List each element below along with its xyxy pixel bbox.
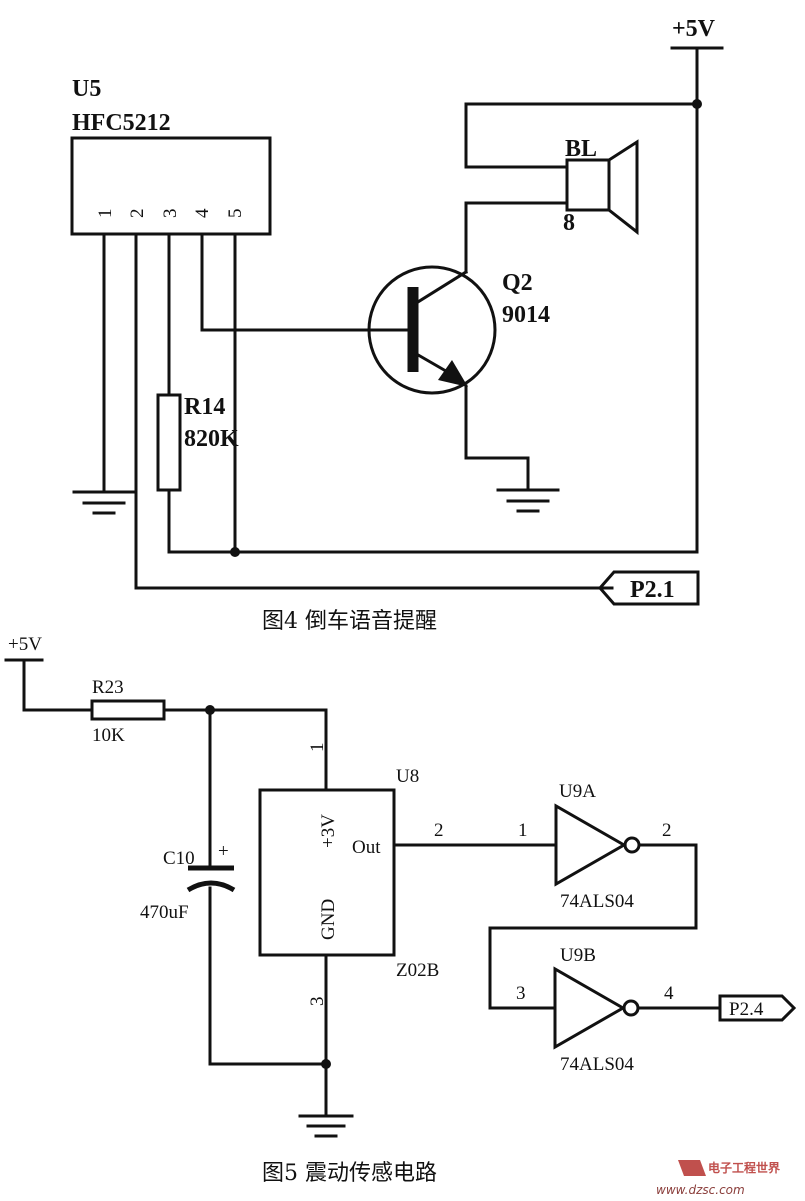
pin2-wire-to-p21 bbox=[134, 232, 614, 590]
u5-pin-2: 2 bbox=[127, 209, 148, 219]
u5-pin-1: 1 bbox=[95, 209, 116, 219]
bl-ref-label: BL bbox=[565, 136, 597, 162]
c10-plate-bottom bbox=[186, 880, 236, 893]
collector-wire bbox=[464, 201, 569, 274]
watermark-site-name: 电子工程世界 bbox=[708, 1160, 780, 1175]
u9a-ref-label: U9A bbox=[559, 781, 596, 802]
u8-vcc-pin-label: +3V bbox=[318, 814, 339, 848]
r23-resistor bbox=[90, 699, 166, 721]
figure-5-vibration-sensor-circuit: +5V R23 10K + C10 470uF U8 Z02B +3V Out … bbox=[4, 634, 797, 1186]
r14-ref-label: R14 bbox=[184, 394, 225, 420]
pin4-base-wire bbox=[200, 232, 412, 332]
u9b-part-label: 74ALS04 bbox=[560, 1054, 634, 1075]
ground-symbol-q2 bbox=[496, 488, 560, 513]
p21-port-label: P2.1 bbox=[630, 577, 675, 603]
figure-4-caption: 图4 倒车语音提醒 bbox=[262, 609, 437, 634]
u5-pin-4: 4 bbox=[192, 208, 213, 218]
c10-value-label: 470uF bbox=[140, 902, 189, 923]
vcc-return-wire bbox=[167, 46, 699, 554]
u9b-pin-3-label: 3 bbox=[516, 983, 526, 1004]
u5-ref-label: U5 bbox=[72, 76, 101, 102]
r14-resistor bbox=[156, 393, 182, 492]
u9a-part-label: 74ALS04 bbox=[560, 891, 634, 912]
u9a-pin-2-label: 2 bbox=[662, 820, 672, 841]
vcc-label-fig5: +5V bbox=[8, 634, 42, 655]
speaker-icon bbox=[565, 139, 639, 236]
u9b-ref-label: U9B bbox=[560, 945, 596, 966]
vcc-wire-fig5 bbox=[22, 658, 94, 712]
emitter-wire bbox=[464, 384, 530, 492]
u5-ic-body bbox=[70, 136, 272, 236]
r14-value-label: 820K bbox=[184, 426, 239, 452]
junction-dot-pin5 bbox=[230, 547, 240, 557]
u5-pin-5: 5 bbox=[225, 209, 246, 219]
c10-ref-label: C10 bbox=[163, 848, 195, 869]
vcc-label-fig4: +5V bbox=[672, 16, 716, 42]
speaker-vcc-wire bbox=[464, 102, 699, 169]
r23-value-label: 10K bbox=[92, 725, 125, 746]
q2-transistor-symbol bbox=[367, 265, 497, 395]
u9b-inverter-symbol bbox=[553, 966, 640, 1050]
watermark: 电子工程世界 www.dzsc.com bbox=[656, 1160, 780, 1197]
figure-4-reversing-voice-circuit: U5 HFC5212 1 2 3 4 5 P2.1 R14 820K bbox=[70, 16, 724, 634]
bl-value-label: 8 bbox=[563, 210, 575, 236]
watermark-logo-icon bbox=[678, 1160, 706, 1176]
q2-ref-label: Q2 bbox=[502, 270, 533, 296]
figure-5-caption: 图5 震动传感电路 bbox=[262, 1161, 437, 1186]
watermark-url: www.dzsc.com bbox=[656, 1183, 745, 1197]
u9a-inverter-symbol bbox=[554, 803, 641, 887]
u8-ref-label: U8 bbox=[396, 766, 419, 787]
c10-polarity-mark: + bbox=[218, 841, 229, 862]
u8-pin-1-label: 1 bbox=[307, 743, 328, 753]
u9b-pin-4-label: 4 bbox=[664, 983, 674, 1004]
ground-symbol-u5 bbox=[72, 490, 136, 515]
u8-out-pin-label: Out bbox=[352, 837, 381, 858]
u9a-pin-1-label: 1 bbox=[518, 820, 528, 841]
c10-ground-wire bbox=[208, 886, 328, 1066]
p24-port-symbol bbox=[718, 994, 797, 1022]
u8-gnd-pin-label: GND bbox=[318, 899, 339, 940]
r23-to-u8-wire bbox=[162, 708, 328, 792]
ground-symbol-u8 bbox=[298, 1114, 354, 1138]
u5-part-label: HFC5212 bbox=[72, 110, 171, 136]
u9a-to-u9b-wire bbox=[488, 843, 698, 1010]
u8-pin-2-label: 2 bbox=[434, 820, 444, 841]
u8-pin-3-label: 3 bbox=[307, 997, 328, 1007]
p21-port-symbol bbox=[598, 570, 700, 606]
u8-part-label: Z02B bbox=[396, 960, 439, 981]
u5-pin-3: 3 bbox=[160, 209, 181, 219]
q2-part-label: 9014 bbox=[502, 302, 550, 328]
p24-port-label: P2.4 bbox=[729, 999, 764, 1020]
u5-pin-numbers: 1 2 3 4 5 bbox=[95, 208, 246, 218]
r23-ref-label: R23 bbox=[92, 677, 124, 698]
